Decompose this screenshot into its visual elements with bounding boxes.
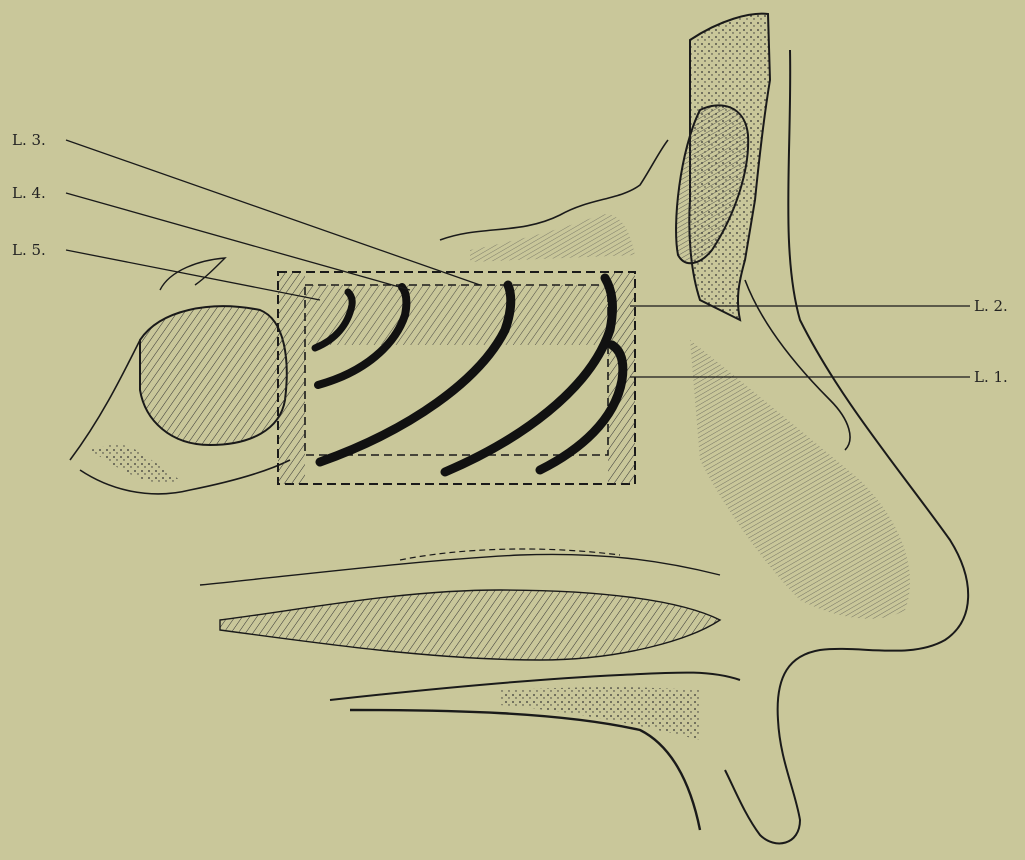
- frontal-bone: [676, 14, 770, 320]
- cribriform-region: [440, 140, 668, 240]
- sphenoid-sinus: [70, 258, 290, 494]
- label-l5: L. 5.: [12, 241, 46, 259]
- nose-shading: [690, 340, 910, 619]
- inferior-turbinate: [200, 549, 720, 660]
- label-l1: L. 1.: [974, 368, 1008, 386]
- leader-l3: [66, 140, 480, 285]
- palate: [330, 673, 740, 830]
- leader-l4: [66, 193, 410, 290]
- label-l3: L. 3.: [12, 131, 46, 149]
- label-l2: L. 2.: [974, 297, 1008, 315]
- cribriform-shading: [470, 214, 635, 262]
- label-l4: L. 4.: [12, 184, 46, 202]
